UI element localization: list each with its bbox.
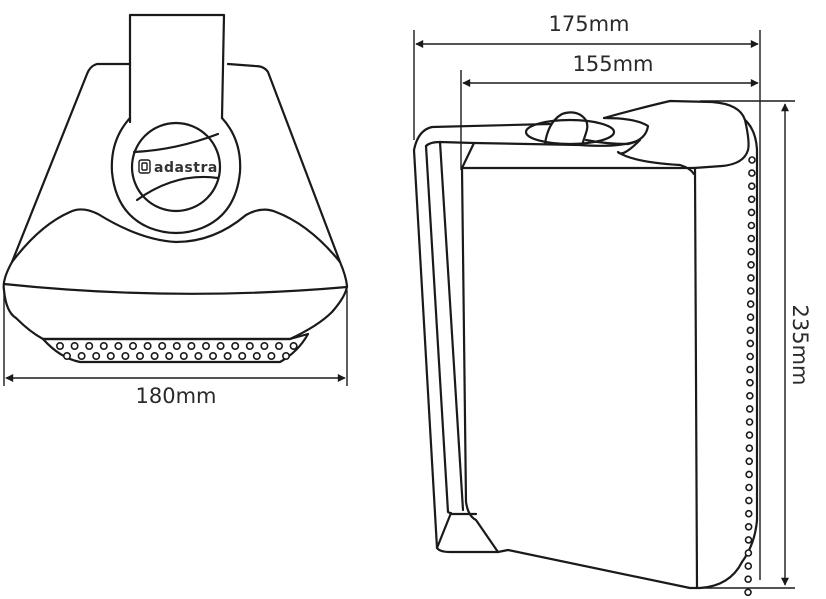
side-top-outline bbox=[460, 138, 697, 176]
side-view: 175mm 155mm 235mm bbox=[412, 12, 812, 597]
front-view: adastra 180mm bbox=[2, 13, 349, 408]
side-back-plate-inner bbox=[424, 140, 478, 550]
front-lower-band bbox=[2, 282, 349, 295]
logo-disc bbox=[130, 121, 222, 213]
logo-band-bottom bbox=[135, 175, 220, 202]
front-grille-outline bbox=[41, 332, 310, 364]
side-body-divider bbox=[693, 166, 699, 590]
adastra-logo-icon bbox=[138, 159, 151, 174]
front-contour-wave bbox=[10, 208, 342, 264]
side-top-cap bbox=[602, 99, 750, 170]
side-bottom-outline bbox=[496, 548, 744, 590]
brand-label: adastra bbox=[154, 160, 218, 176]
height-dimension-label: 235mm bbox=[788, 305, 812, 386]
logo-band-top bbox=[132, 132, 220, 154]
adastra-logo-icon-inner bbox=[141, 162, 148, 171]
front-body-outline bbox=[2, 62, 349, 341]
tweeter-ring bbox=[524, 118, 616, 146]
bracket-ring bbox=[110, 116, 242, 235]
mounting-bracket bbox=[128, 13, 226, 124]
side-grille-holes bbox=[744, 156, 756, 597]
width-dimension-label: 180mm bbox=[136, 384, 217, 408]
side-back-plate bbox=[412, 122, 552, 554]
depth-body-label: 155mm bbox=[573, 52, 654, 76]
depth-overall-label: 175mm bbox=[549, 12, 630, 36]
front-grille-holes bbox=[55, 341, 298, 360]
tweeter-dome bbox=[543, 111, 589, 146]
tweeter-waveguide bbox=[584, 116, 650, 146]
